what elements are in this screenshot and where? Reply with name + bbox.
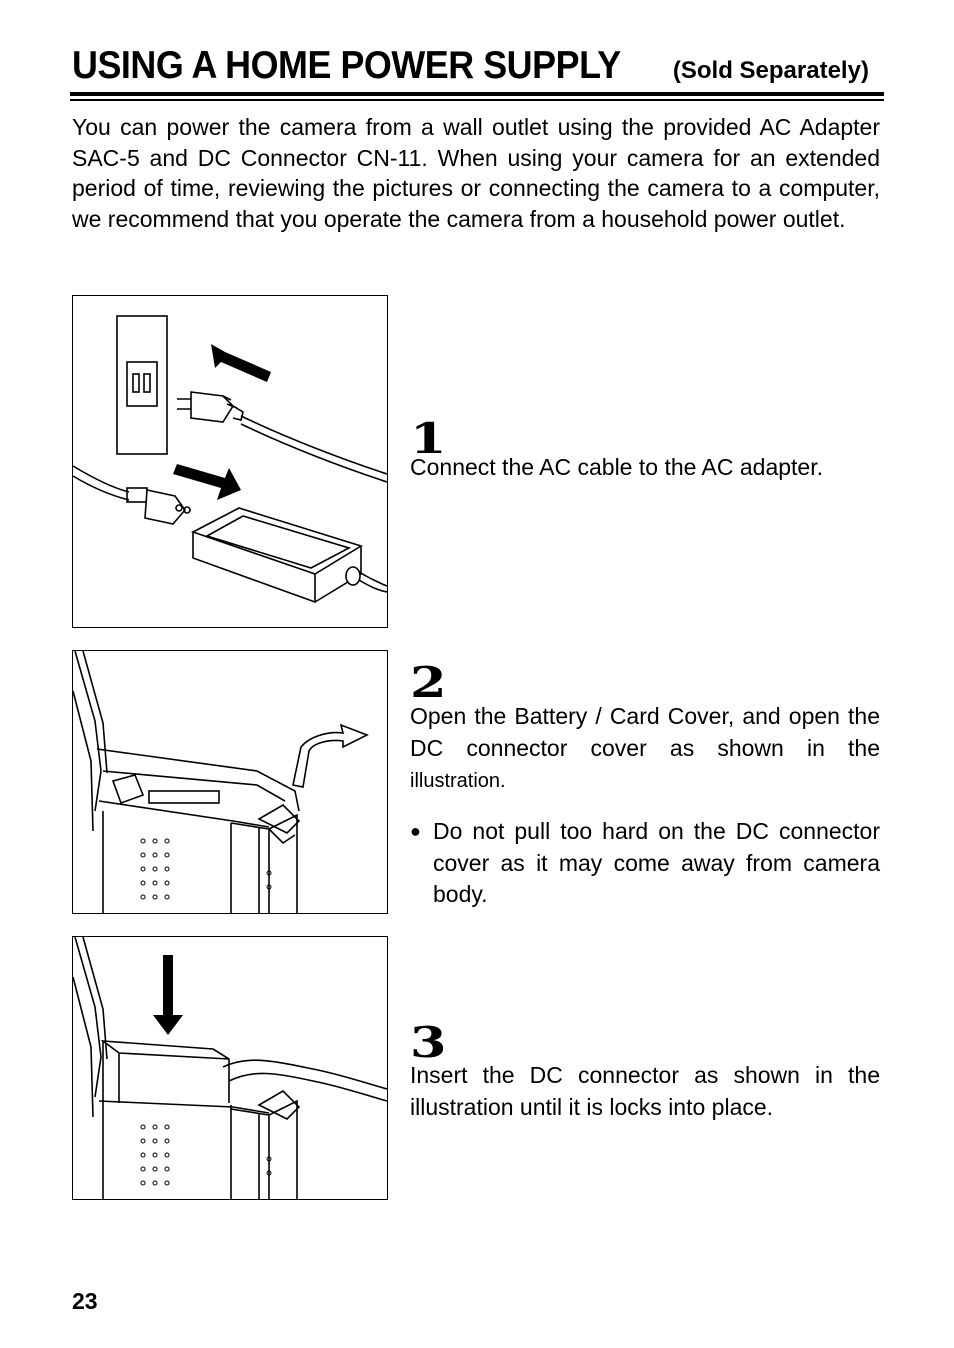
- wall-outlet-plate: [116, 315, 168, 455]
- title-rule-thick: [70, 92, 884, 96]
- ac-adapter-illustration: [73, 315, 387, 604]
- figure-open-cover: [72, 650, 388, 914]
- step-3-text: Insert the DC connector as shown in the …: [410, 1062, 880, 1120]
- step-2-text-small: illustration.: [410, 770, 506, 792]
- bullet-dot: ●: [410, 821, 421, 841]
- step-2-note-text: Do not pull too hard on the DC connector…: [433, 818, 880, 907]
- insert-connector-illustration: [73, 937, 387, 1199]
- figure-ac-adapter: [72, 295, 388, 628]
- step-2-note: ● Do not pull too hard on the DC connect…: [410, 816, 880, 911]
- wall-outlet-socket: [126, 361, 158, 407]
- step-2-text-main: Open the Battery / Card Cover, and open …: [410, 703, 880, 761]
- step-2-number: 2: [410, 658, 447, 707]
- page-title-sub: (Sold Separately): [672, 57, 869, 84]
- figure-insert-connector: [72, 936, 388, 1200]
- step-2-text: Open the Battery / Card Cover, and open …: [410, 701, 880, 798]
- down-arrow-icon: [153, 955, 183, 1035]
- step-1-text: Connect the AC cable to the AC adapter.: [410, 454, 824, 480]
- open-cover-illustration: [73, 651, 369, 913]
- step-3-number: 3: [410, 1018, 447, 1067]
- step-1-number: 1: [410, 414, 447, 463]
- page-number: 23: [72, 1288, 98, 1314]
- intro-paragraph: You can power the camera from a wall out…: [72, 114, 880, 232]
- title-rule-thin: [70, 99, 884, 101]
- page-title-main: USING A HOME POWER SUPPLY: [72, 44, 621, 87]
- page-title: USING A HOME POWER SUPPLY (Sold Separate…: [72, 44, 884, 88]
